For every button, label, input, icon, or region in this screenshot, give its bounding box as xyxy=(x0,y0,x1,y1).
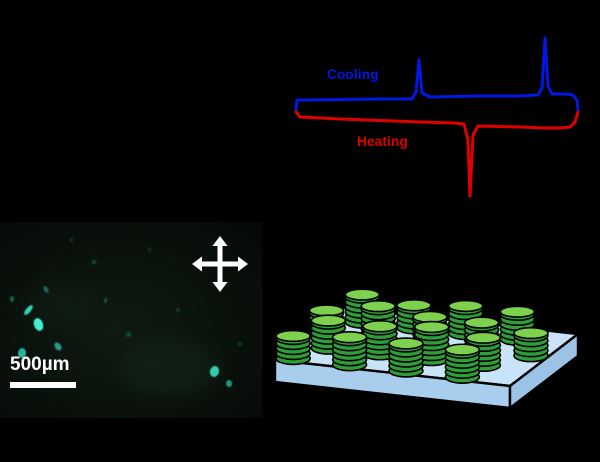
disc-stack xyxy=(388,337,424,378)
dsc-chart-panel: Cooling Heating xyxy=(283,22,598,217)
blank-structure-panel xyxy=(0,0,280,218)
birefringent-speck xyxy=(148,248,151,251)
birefringent-speck xyxy=(92,260,96,264)
birefringent-speck xyxy=(103,297,108,304)
birefringent-speck xyxy=(238,342,242,346)
disc-top-face xyxy=(444,343,481,356)
birefringent-speck xyxy=(126,332,131,337)
disc-top-face xyxy=(388,337,424,350)
disc-top-face xyxy=(465,331,502,344)
disc-top-face xyxy=(308,304,345,317)
pom-micrograph-panel: 500µm xyxy=(0,222,262,418)
birefringent-speck xyxy=(70,238,73,242)
disc-stack xyxy=(310,314,347,355)
disc-stack xyxy=(513,326,549,363)
birefringent-speck xyxy=(10,296,14,302)
dsc-curve-cooling xyxy=(294,36,580,113)
disc-top-face xyxy=(310,314,347,327)
scale-bar-label: 500µm xyxy=(10,354,70,375)
dsc-plot xyxy=(294,36,580,198)
disc-top-face xyxy=(275,329,311,343)
disc-stack xyxy=(331,330,368,372)
crossed-polarizers-icon xyxy=(192,236,248,292)
disc-top-face xyxy=(360,299,396,313)
disc-top-face xyxy=(331,330,368,344)
birefringent-speck xyxy=(225,379,233,388)
disc-stack xyxy=(275,329,311,366)
disc-top-face xyxy=(344,288,381,301)
birefringent-speck xyxy=(118,340,218,396)
disc-top-face xyxy=(513,326,549,340)
disc-top-face xyxy=(413,320,450,334)
scale-bar xyxy=(10,382,76,388)
birefringent-speck xyxy=(176,308,180,312)
disc-top-face xyxy=(499,305,536,318)
birefringent-speck xyxy=(208,365,221,378)
disc-top-face xyxy=(362,320,398,333)
slab-side-face xyxy=(508,332,580,410)
disc-top-face xyxy=(447,299,484,313)
birefringent-speck xyxy=(52,341,64,352)
disc-stack xyxy=(444,343,481,384)
disc-top-face xyxy=(463,316,500,329)
columnar-stacks-schematic xyxy=(273,288,580,410)
disc-top-face xyxy=(396,299,432,312)
dsc-curve-heating xyxy=(294,110,580,198)
disc-top-face xyxy=(412,310,448,324)
heating-label: Heating xyxy=(357,134,408,149)
cooling-label: Cooling xyxy=(327,67,379,82)
specks-layer xyxy=(0,222,262,418)
